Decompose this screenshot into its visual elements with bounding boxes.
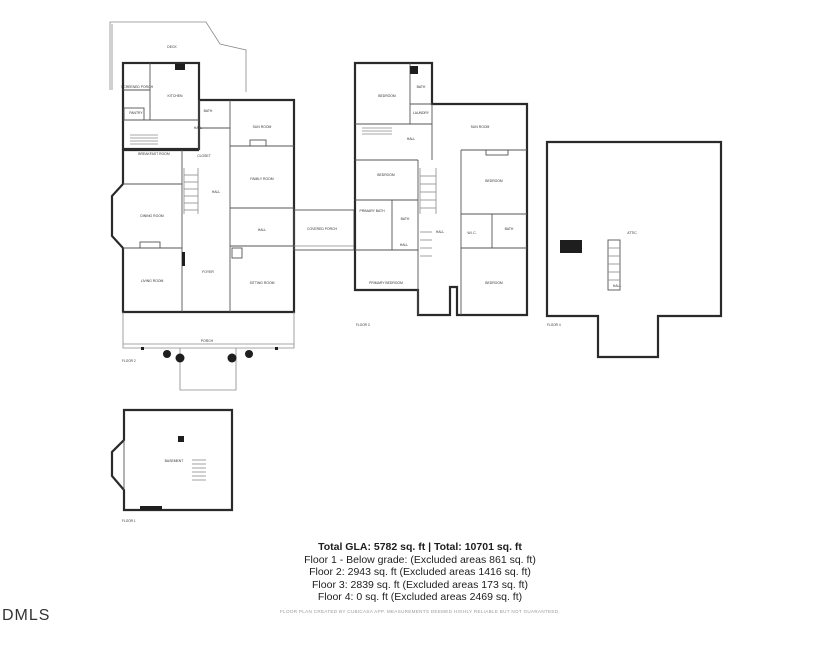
room-label: DECK [167, 45, 177, 49]
room-label: BREAKFAST ROOM [138, 152, 170, 156]
floor-1-plan [110, 408, 234, 512]
room-label: HALL [212, 190, 221, 194]
room-label: HALL [613, 284, 622, 288]
room-label: PRIMARY BATH [359, 209, 385, 213]
area-summary: Total GLA: 5782 sq. ft | Total: 10701 sq… [0, 541, 840, 604]
room-label: BATH [401, 217, 410, 221]
room-label: BASEMENT [165, 459, 184, 463]
floor-2-area: Floor 2: 2943 sq. ft (Excluded areas 141… [309, 566, 531, 579]
room-label: PRIMARY BEDROOM [369, 281, 403, 285]
room-label: BATH [204, 109, 213, 113]
floor-1-area: Floor 1 - Below grade: (Excluded areas 8… [304, 553, 536, 566]
room-label: ATTIC [627, 231, 637, 235]
room-label: SUN ROOM [253, 125, 272, 129]
room-label: PANTRY [129, 111, 143, 115]
floor-label: FLOOR 4 [547, 323, 561, 327]
room-label: BATH [505, 227, 514, 231]
room-label: LAUNDRY [413, 111, 430, 115]
room-label: PORCH [201, 339, 214, 343]
room-label: KITCHEN [168, 94, 183, 98]
room-label: SUN ROOM [471, 125, 490, 129]
room-label: FAMILY ROOM [250, 177, 273, 181]
room-label: BEDROOM [485, 179, 503, 183]
room-label: CLOSET [197, 154, 211, 158]
dmls-logo: DMLS [2, 607, 51, 624]
room-label: BEDROOM [378, 94, 396, 98]
room-label: FOYER [202, 270, 214, 274]
room-label: SITTING ROOM [250, 281, 275, 285]
room-label: HALL [436, 230, 445, 234]
credit-line: FLOOR PLAN CREATED BY CUBICASA APP. MEAS… [280, 609, 560, 614]
floor-3-plan [353, 61, 529, 317]
floor-3-area: Floor 3: 2839 sq. ft (Excluded areas 173… [312, 578, 528, 591]
room-label: BEDROOM [485, 281, 503, 285]
floor-2-plan [109, 21, 355, 391]
room-label: DINING ROOM [140, 214, 164, 218]
room-label: COVERED PORCH [307, 227, 338, 231]
floor-label: FLOOR 2 [122, 359, 136, 363]
room-label: HALL [194, 126, 203, 130]
room-label: SCREENED PORCH [121, 85, 154, 89]
room-label: BATH [417, 85, 426, 89]
room-label: LIVING ROOM [141, 279, 164, 283]
room-label: HALL [407, 137, 416, 141]
room-label: BEDROOM [377, 173, 395, 177]
floor-4-plan [545, 140, 723, 359]
room-label: HALL [258, 228, 267, 232]
total-area: Total GLA: 5782 sq. ft | Total: 10701 sq… [318, 541, 522, 553]
room-label: HALL [400, 243, 409, 247]
room-label: W.I.C. [467, 231, 476, 235]
floor-label: FLOOR 3 [356, 323, 370, 327]
floor-label: FLOOR 1 [122, 519, 136, 523]
floor-4-area: Floor 4: 0 sq. ft (Excluded areas 2469 s… [317, 591, 523, 604]
